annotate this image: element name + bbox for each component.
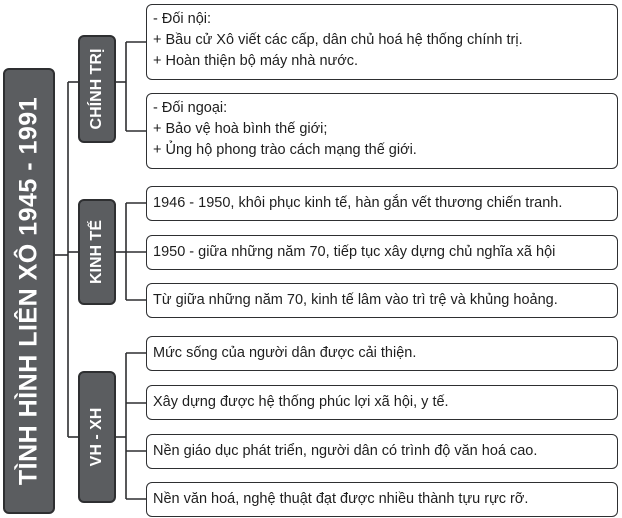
category-label-vh-xh: VH - XH: [88, 407, 105, 467]
item-kinh-te-1: 1946 - 1950, khôi phục kinh tế, hàn gắn …: [146, 186, 618, 221]
category-label-chinh-tri: CHÍNH TRỊ: [88, 48, 105, 130]
item-line: 1950 - giữa những năm 70, tiếp tục xây d…: [153, 244, 556, 260]
category-vh-xh: VH - XH: [78, 371, 116, 503]
item-line: Xây dựng được hệ thống phúc lợi xã hội, …: [153, 394, 449, 410]
item-line: Mức sống của người dân được cải thiện.: [153, 345, 417, 361]
item-vh-xh-1: Mức sống của người dân được cải thiện.: [146, 336, 618, 371]
item-line: 1946 - 1950, khôi phục kinh tế, hàn gắn …: [153, 195, 563, 211]
item-line: + Ủng hộ phong trào cách mạng thế giới.: [153, 142, 417, 158]
category-chinh-tri: CHÍNH TRỊ: [78, 35, 116, 143]
item-line: + Bảo vệ hoà bình thế giới;: [153, 121, 328, 137]
main-title: TÌNH HÌNH LIÊN XÔ 1945 - 1991: [14, 96, 43, 486]
item-line: + Bầu cử Xô viết các cấp, dân chủ hoá hệ…: [153, 32, 523, 48]
category-label-kinh-te: KINH TẾ: [88, 220, 105, 284]
main-title-box: TÌNH HÌNH LIÊN XÔ 1945 - 1991: [3, 68, 55, 514]
item-line: Từ giữa những năm 70, kinh tế lâm vào tr…: [153, 292, 558, 308]
item-line: - Đối ngoại:: [153, 100, 228, 116]
item-doi-noi: - Đối nội: + Bầu cử Xô viết các cấp, dân…: [146, 4, 618, 80]
item-kinh-te-3: Từ giữa những năm 70, kinh tế lâm vào tr…: [146, 283, 618, 318]
item-line: + Hoàn thiện bộ máy nhà nước.: [153, 53, 359, 69]
item-kinh-te-2: 1950 - giữa những năm 70, tiếp tục xây d…: [146, 235, 618, 270]
item-line: Nền giáo dục phát triển, người dân có tr…: [153, 443, 538, 459]
item-vh-xh-3: Nền giáo dục phát triển, người dân có tr…: [146, 434, 618, 469]
item-vh-xh-4: Nền văn hoá, nghệ thuật đạt được nhiều t…: [146, 482, 618, 517]
item-line: Nền văn hoá, nghệ thuật đạt được nhiều t…: [153, 491, 529, 507]
item-doi-ngoai: - Đối ngoại: + Bảo vệ hoà bình thế giới;…: [146, 93, 618, 169]
category-kinh-te: KINH TẾ: [78, 199, 116, 305]
item-vh-xh-2: Xây dựng được hệ thống phúc lợi xã hội, …: [146, 385, 618, 420]
item-line: - Đối nội:: [153, 11, 212, 27]
